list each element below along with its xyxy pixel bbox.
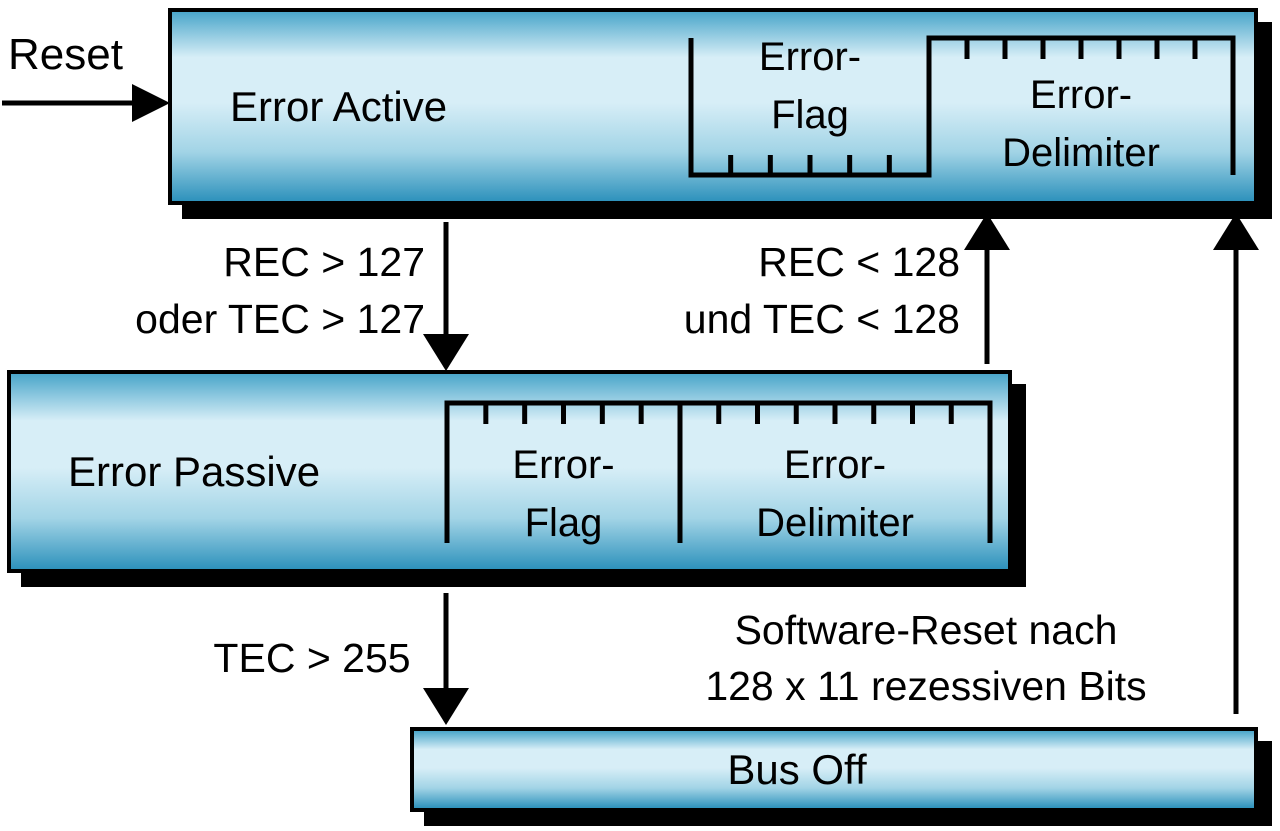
error-active-flag-label-line1: Error- (758, 35, 862, 79)
transition-label-bus-off-to-active-line2: 128 x 11 rezessiven Bits (705, 663, 1147, 709)
error-passive-flag-label-line1: Error- (512, 443, 615, 487)
transition-label-passive-to-active: REC < 128 und TEC < 128 (634, 234, 960, 348)
error-active-delimiter-label-line1: Error- (1029, 73, 1133, 117)
error-passive-delimiter-label-line2: Delimiter (756, 501, 914, 545)
transition-label-passive-to-bus-off: TEC > 255 (213, 635, 411, 681)
transition-label-active-to-passive: REC > 127 oder TEC > 127 (100, 234, 425, 348)
state-label-bus-off: Bus Off (727, 745, 867, 793)
transition-label-active-to-passive-line2: oder TEC > 127 (135, 296, 425, 342)
arrow-passive-to-active (964, 213, 1010, 364)
error-passive-flag-label: Error- Flag (447, 436, 680, 552)
state-label-error-active: Error Active (230, 82, 448, 130)
transition-label-active-to-passive-line1: REC > 127 (223, 239, 425, 285)
arrow-passive-to-bus-off-head (423, 688, 469, 725)
arrow-reset (2, 84, 170, 122)
arrow-active-to-passive (423, 222, 469, 371)
error-active-flag-label-line2: Flag (771, 93, 849, 137)
reset-label: Reset (8, 30, 123, 79)
error-passive-flag-label-line2: Flag (524, 501, 603, 545)
error-active-delimiter-label: Error- Delimiter (929, 66, 1233, 182)
error-active-delimiter-label-line2: Delimiter (1002, 131, 1160, 175)
error-passive-delimiter-label: Error- Delimiter (680, 436, 990, 552)
arrow-reset-head (132, 84, 170, 122)
arrow-bus-off-to-active (1213, 213, 1259, 714)
arrow-active-to-passive-head (423, 334, 469, 371)
error-active-flag-label: Error- Flag (691, 28, 929, 144)
arrow-bus-off-to-active-head (1213, 213, 1259, 250)
transition-label-passive-to-active-line1: REC < 128 (758, 239, 960, 285)
state-label-error-passive: Error Passive (68, 447, 321, 495)
arrow-passive-to-active-head (964, 213, 1010, 250)
arrow-passive-to-bus-off (423, 593, 469, 725)
state-box-bus-off: Bus Off (410, 727, 1258, 812)
transition-label-passive-to-active-line2: und TEC < 128 (683, 296, 960, 342)
transition-label-bus-off-to-active: Software-Reset nach 128 x 11 rezessiven … (664, 602, 1188, 714)
error-passive-delimiter-label-line1: Error- (783, 443, 887, 487)
transition-label-bus-off-to-active-line1: Software-Reset nach (734, 607, 1118, 653)
